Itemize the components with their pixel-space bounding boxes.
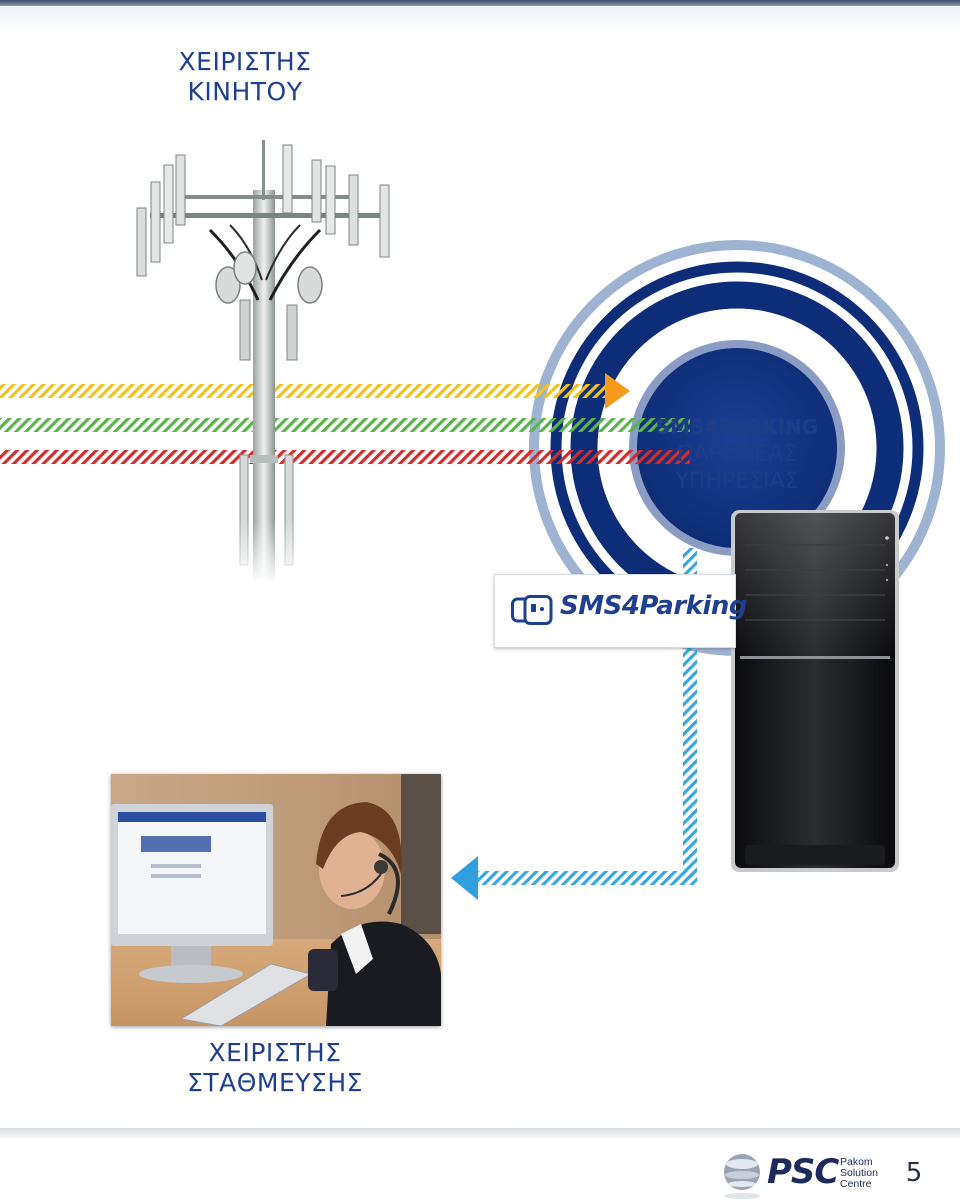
top-header-shade [0,6,960,32]
footer-bar [0,1128,960,1138]
server-tower-image [731,510,899,872]
parking-operator-line1: ΧΕΙΡΙΣΤΗΣ [208,1038,342,1067]
arrow-left-icon [451,856,478,900]
mobile-operator-heading: ΧΕΙΡΙΣΤΗΣ ΚΙΝΗΤΟΥ [150,47,340,107]
red-link-line [0,450,690,464]
psc-brand-subtitle: Pakom Solution Centre [840,1157,900,1190]
psc-sub-line1: Pakom [840,1156,873,1168]
service-provider-label: SMS4PARKING ΠΑΡΟΧΕΑΣ ΥΠΗΡΕΣΙΑΣ [632,414,842,495]
page-number: 5 [905,1158,923,1188]
cell-tower-image [136,140,390,584]
green-link-line [0,418,690,432]
mobile-operator-line2: ΚΙΝΗΤΟΥ [187,77,303,106]
psc-sub-line2: Solution [840,1167,878,1179]
psc-globe-icon [724,1154,760,1199]
provider-line1: SMS4PARKING [655,415,819,439]
parking-operator-heading: ΧΕΙΡΙΣΤΗΣ ΣΤΑΘΜΕΥΣΗΣ [155,1038,395,1098]
sms4parking-logo-card [494,574,736,648]
mobile-operator-line1: ΧΕΙΡΙΣΤΗΣ [178,47,312,76]
parking-operator-line2: ΣΤΑΘΜΕΥΣΗΣ [187,1068,363,1097]
provider-line2: ΠΑΡΟΧΕΑΣ [676,442,798,467]
provider-line3: ΥΠΗΡΕΣΙΑΣ [675,469,799,494]
parking-operator-photo [111,774,441,1026]
sms4parking-logo-text: SMS4Parking [560,591,748,621]
arrow-right-icon [605,373,630,409]
yellow-link-line [0,384,608,398]
psc-brand-logo: PSC [767,1152,839,1192]
psc-sub-line3: Centre [840,1178,872,1190]
cyan-link-horizontal [475,871,697,885]
sms4parking-logo-icon [511,595,553,625]
top-header-bar [0,0,960,6]
